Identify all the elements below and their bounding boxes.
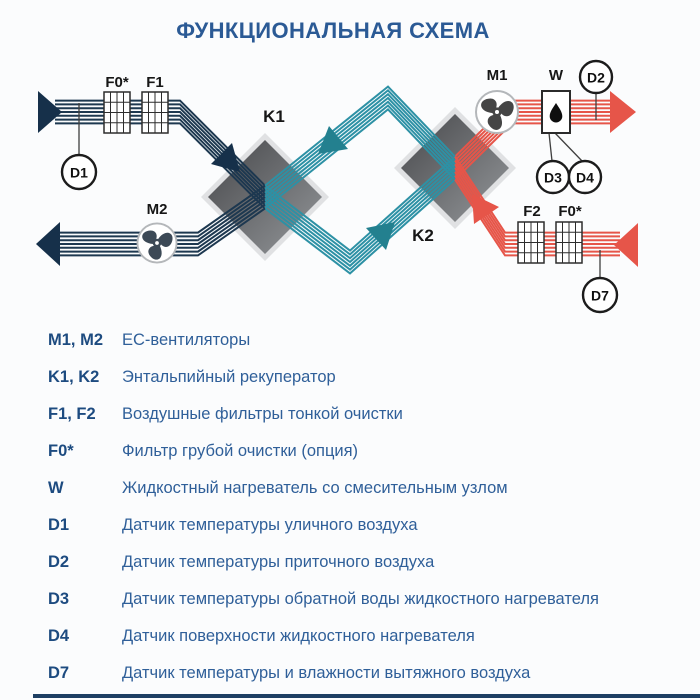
filter-box-f2 xyxy=(517,221,545,264)
label-k2: K2 xyxy=(412,226,434,245)
label-f2: F2 xyxy=(523,203,541,220)
sensor-connector-d3 xyxy=(548,132,553,162)
sensor-connector-d4 xyxy=(554,132,584,163)
flow-arrow-supply-into-k2 xyxy=(366,222,395,250)
svg-text:D2: D2 xyxy=(587,70,605,86)
legend: M1, M2 ЕС-вентиляторы K1, K2 Энтальпийны… xyxy=(48,322,693,692)
legend-row: D4 Датчик поверхности жидкостного нагрев… xyxy=(48,618,693,655)
label-w: W xyxy=(549,67,564,84)
legend-row: D7 Датчик температуры и влажности вытяжн… xyxy=(48,655,693,692)
legend-desc: Воздушные фильтры тонкой очистки xyxy=(122,405,403,423)
filter-box-f1 xyxy=(141,91,169,134)
sensor-d1: D1 xyxy=(60,153,98,191)
legend-desc: Датчик поверхности жидкостного нагревате… xyxy=(122,627,475,645)
legend-row: F1, F2 Воздушные фильтры тонкой очистки xyxy=(48,396,693,433)
label-m1: M1 xyxy=(487,67,508,84)
sensor-d7: D7 xyxy=(581,276,619,314)
legend-key: D4 xyxy=(48,627,70,645)
legend-row: W Жидкостный нагреватель со смесительным… xyxy=(48,470,693,507)
legend-key: D7 xyxy=(48,664,70,682)
label-m2: M2 xyxy=(147,201,168,218)
legend-desc: Датчик температуры обратной воды жидкост… xyxy=(122,590,599,608)
supply-arrow xyxy=(610,91,636,133)
legend-desc: Жидкостный нагреватель со смесительным у… xyxy=(122,479,508,497)
flow-arrow-supply-into-k1 xyxy=(211,143,240,172)
bottom-divider xyxy=(33,694,700,698)
supply-exchange-band xyxy=(264,155,456,275)
page-title: ФУНКЦИОНАЛЬНАЯ СХЕМА xyxy=(176,18,490,43)
legend-key: F1, F2 xyxy=(48,405,96,423)
legend-row: D3 Датчик температуры обратной воды жидк… xyxy=(48,581,693,618)
legend-desc: Фильтр грубой очистки (опция) xyxy=(122,442,359,460)
sensor-d3: D3 xyxy=(535,159,571,195)
svg-text:D1: D1 xyxy=(70,165,88,181)
legend-key: W xyxy=(48,479,64,497)
legend-row: D1 Датчик температуры уличного воздуха xyxy=(48,507,693,544)
label-f1: F1 xyxy=(146,74,164,91)
label-f0-top: F0* xyxy=(105,74,129,91)
filter-box-f0-top xyxy=(103,91,131,134)
fan-icon-m1 xyxy=(475,90,519,134)
legend-desc: Датчик температуры приточного воздуха xyxy=(122,553,435,571)
sensor-d4: D4 xyxy=(567,159,603,195)
exhaust-arrow xyxy=(36,222,60,266)
flow-arrow-extract-into-k1 xyxy=(318,126,348,154)
extract-arrow xyxy=(614,223,638,267)
svg-text:D4: D4 xyxy=(576,170,594,186)
legend-row: F0* Фильтр грубой очистки (опция) xyxy=(48,433,693,470)
legend-desc: Датчик температуры и влажности вытяжного… xyxy=(122,664,531,682)
legend-key: M1, M2 xyxy=(48,331,104,349)
label-f0-bottom: F0* xyxy=(558,203,582,220)
functional-diagram: D1 D2 D3 D4 D7 F0* F1 K1 K2 M1 W M2 F2 F… xyxy=(36,59,638,314)
legend-key: D3 xyxy=(48,590,70,608)
extract-exchange-band xyxy=(264,85,456,210)
legend-key: K1, K2 xyxy=(48,368,100,386)
label-k1: K1 xyxy=(263,107,285,126)
extract-outdoor-band xyxy=(58,184,266,257)
legend-row: D2 Датчик температуры приточного воздуха xyxy=(48,544,693,581)
svg-text:D3: D3 xyxy=(544,170,562,186)
legend-desc: Энтальпийный рекуператор xyxy=(122,368,336,386)
filter-box-f0-bottom xyxy=(555,221,583,264)
legend-key: F0* xyxy=(48,442,74,460)
legend-row: K1, K2 Энтальпийный рекуператор xyxy=(48,359,693,396)
flow-arrow-extract-into-k2 xyxy=(472,194,499,224)
svg-text:D7: D7 xyxy=(591,288,609,304)
legend-desc: ЕС-вентиляторы xyxy=(122,331,251,349)
intake-arrow xyxy=(38,91,62,133)
legend-desc: Датчик температуры уличного воздуха xyxy=(122,516,418,534)
legend-key: D1 xyxy=(48,516,70,534)
fan-icon-m2 xyxy=(136,222,178,264)
sensor-d2: D2 xyxy=(578,59,614,95)
legend-key: D2 xyxy=(48,553,70,571)
legend-row: M1, M2 ЕС-вентиляторы xyxy=(48,322,693,359)
